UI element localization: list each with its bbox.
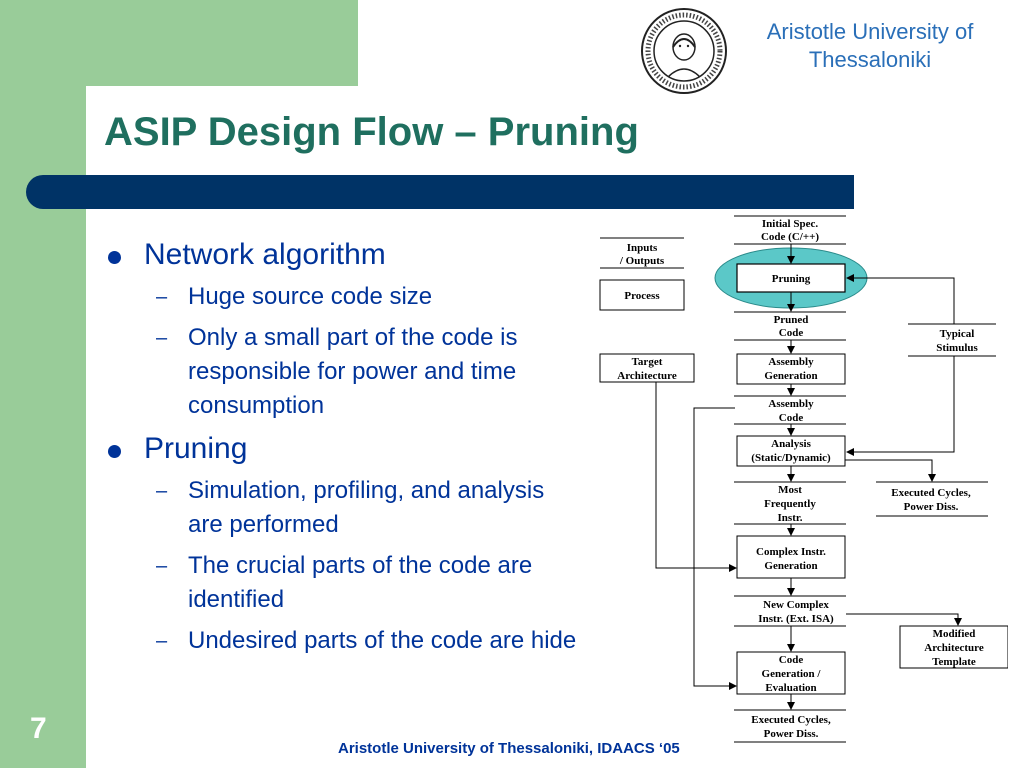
node-new-complex-line1: New Complex — [763, 599, 829, 611]
node-pruning: Pruning — [772, 273, 811, 285]
node-executed-cycles-1-line1: Executed Cycles, — [891, 487, 971, 499]
university-seal-icon — [641, 8, 727, 94]
node-modified-template-line3: Template — [932, 656, 976, 668]
node-modified-template-line2: Architecture — [924, 642, 984, 654]
node-initial-spec-line2: Code (C/++) — [761, 231, 819, 243]
node-typical-stimulus-line2: Stimulus — [936, 342, 978, 354]
node-assembly-generation-line1: Assembly — [768, 356, 814, 368]
node-executed-cycles-2-line1: Executed Cycles, — [751, 714, 831, 726]
university-name: Aristotle University of Thessaloniki — [740, 18, 1000, 74]
node-code-generation-line1: Code — [779, 654, 804, 666]
bullet-pruning: Pruning — [104, 430, 584, 468]
node-assembly-code-line1: Assembly — [768, 398, 814, 410]
node-most-frequent-line1: Most — [778, 484, 802, 496]
slide-number: 7 — [30, 712, 47, 745]
university-name-line1: Aristotle University of — [766, 19, 974, 44]
node-complex-generation-line2: Generation — [764, 560, 817, 572]
legend-process: Process — [624, 290, 660, 302]
node-modified-template-line1: Modified — [933, 628, 976, 640]
left-green-band — [0, 0, 86, 768]
legend-io-line1: Inputs — [627, 242, 658, 254]
sub-bullet-crucial-parts: –The crucial parts of the code are ident… — [156, 552, 533, 613]
node-target-architecture-line2: Architecture — [617, 370, 677, 382]
node-analysis-line2: (Static/Dynamic) — [751, 452, 831, 464]
footer-text: Aristotle University of Thessaloniki, ID… — [338, 740, 680, 757]
bullet-dot — [108, 445, 121, 458]
node-pruned-code-line1: Pruned — [774, 314, 809, 326]
node-executed-cycles-1-line2: Power Diss. — [904, 501, 959, 513]
node-pruned-code-line2: Code — [779, 327, 804, 339]
sub-bullet-simulation: –Simulation, profiling, and analysis are… — [156, 477, 545, 538]
sub-bullet-small-part: –Only a small part of the code is respon… — [156, 324, 518, 419]
bullet-network-algorithm: Network algorithm — [104, 236, 584, 274]
top-green-band — [0, 0, 358, 86]
bullet-list: Network algorithm –Huge source code size… — [104, 236, 584, 665]
node-assembly-generation-line2: Generation — [764, 370, 817, 382]
node-complex-generation-line1: Complex Instr. — [756, 546, 826, 558]
node-assembly-code-line2: Code — [779, 412, 804, 424]
node-analysis-line1: Analysis — [771, 438, 811, 450]
node-initial-spec-line1: Initial Spec. — [762, 218, 818, 230]
node-most-frequent-line3: Instr. — [778, 512, 803, 524]
node-target-architecture-line1: Target — [632, 356, 663, 368]
university-name-line2: Thessaloniki — [808, 47, 932, 72]
node-new-complex-line2: Instr. (Ext. ISA) — [758, 613, 834, 625]
node-executed-cycles-2-line2: Power Diss. — [764, 728, 819, 740]
sub-bullet-undesired: –Undesired parts of the code are hide — [156, 627, 577, 654]
sub-bullet-source-size: –Huge source code size — [156, 283, 433, 310]
node-most-frequent-line2: Frequently — [764, 498, 816, 510]
node-code-generation-line2: Generation / — [762, 668, 822, 680]
node-typical-stimulus-line1: Typical — [940, 328, 975, 340]
page-title: ASIP Design Flow – Pruning — [104, 110, 639, 154]
title-divider-bar — [26, 175, 854, 209]
bullet-dot — [108, 251, 121, 264]
design-flow-diagram: Initial Spec. Code (C/++) Inputs / Outpu… — [599, 215, 1008, 743]
node-code-generation-line3: Evaluation — [765, 682, 816, 694]
legend-io-line2: / Outputs — [619, 255, 665, 267]
